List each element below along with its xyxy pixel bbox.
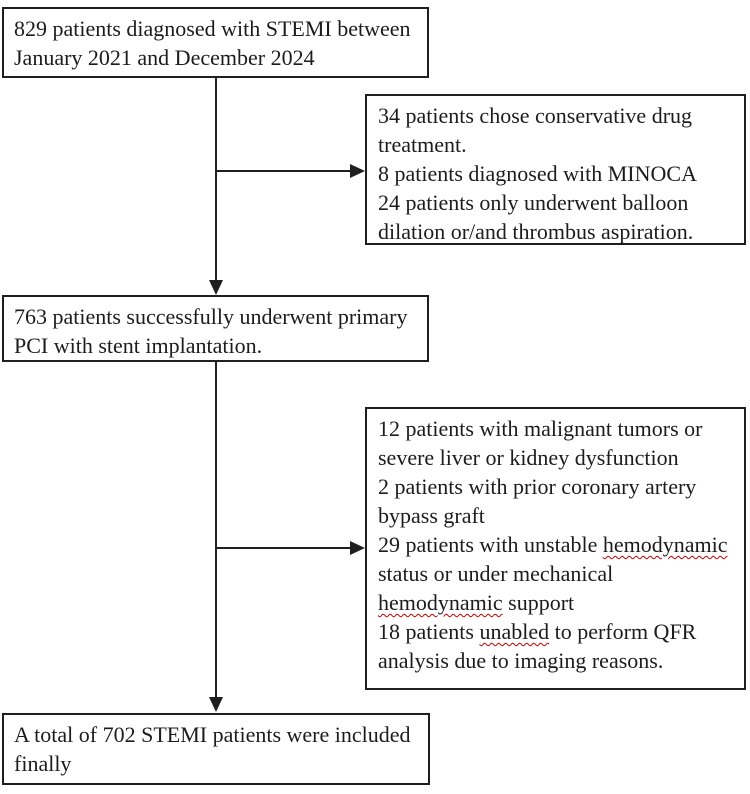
arrowhead-right-icon — [350, 541, 365, 555]
text-line: analysis due to imaging reasons. — [378, 646, 738, 675]
text-line: 829 patients diagnosed with STEMI betwee… — [14, 14, 421, 43]
arrowhead-down-icon — [209, 280, 223, 295]
text-segment: finally — [14, 751, 72, 776]
text-segment: severe liver or kidney dysfunction — [378, 445, 679, 470]
text-line: treatment. — [378, 130, 738, 159]
box-excluded-before-pci: 34 patients chose conservative drug treat… — [365, 94, 746, 245]
text-line: 2 patients with prior coronary artery — [378, 472, 738, 501]
connector-line-branch-2 — [216, 547, 350, 549]
text-line: finally — [14, 749, 422, 778]
text-segment: status or under mechanical — [378, 561, 614, 586]
text-line: bypass graft — [378, 501, 738, 530]
text-segment: 8 patients diagnosed with MINOCA — [378, 161, 697, 186]
misspelled-word: hemodynamic — [378, 590, 503, 615]
text-segment: A total of 702 STEMI patients were inclu… — [14, 722, 411, 747]
text-segment: January 2021 and December 2024 — [14, 45, 315, 70]
text-line: January 2021 and December 2024 — [14, 43, 421, 72]
text-line: 24 patients only underwent balloon — [378, 188, 738, 217]
text-line: 34 patients chose conservative drug — [378, 101, 738, 130]
text-line: 12 patients with malignant tumors or — [378, 414, 738, 443]
text-segment: bypass graft — [378, 503, 485, 528]
arrowhead-down-icon — [209, 697, 223, 712]
text-line: A total of 702 STEMI patients were inclu… — [14, 720, 422, 749]
connector-line-vertical-1 — [215, 78, 217, 281]
misspelled-word: hemodynamic — [602, 532, 728, 557]
text-segment: 18 patients — [378, 619, 480, 644]
text-segment: 763 patients successfully underwent prim… — [14, 304, 408, 329]
connector-line-branch-1 — [216, 170, 350, 172]
text-segment: 29 patients with unstable — [378, 532, 603, 557]
text-segment: 24 patients only underwent balloon — [378, 190, 689, 215]
text-segment: 2 patients with prior coronary artery — [378, 474, 697, 499]
text-line: severe liver or kidney dysfunction — [378, 443, 738, 472]
text-segment: 34 patients chose conservative drug — [378, 103, 693, 128]
text-segment: support — [502, 590, 575, 615]
text-line: 18 patients unabled to perform QFR — [378, 617, 738, 646]
text-segment: 12 patients with malignant tumors or — [378, 416, 703, 441]
text-line: hemodynamic support — [378, 588, 738, 617]
box-diagnosed-patients: 829 patients diagnosed with STEMI betwee… — [2, 7, 429, 78]
box-pci-stent-patients: 763 patients successfully underwent prim… — [2, 295, 429, 362]
text-segment: to perform QFR — [549, 619, 697, 644]
text-line: 29 patients with unstable hemodynamic — [378, 530, 738, 559]
text-line: dilation or/and thrombus aspiration. — [378, 217, 738, 246]
connector-line-vertical-2 — [215, 362, 217, 698]
misspelled-word: unabled — [479, 619, 550, 644]
text-line: status or under mechanical — [378, 559, 738, 588]
text-segment: treatment. — [378, 132, 467, 157]
text-segment: 829 patients diagnosed with STEMI betwee… — [14, 16, 411, 41]
box-excluded-after-pci: 12 patients with malignant tumors or seve… — [365, 407, 746, 690]
arrowhead-right-icon — [350, 164, 365, 178]
text-line: 763 patients successfully underwent prim… — [14, 302, 421, 331]
text-segment: PCI with stent implantation. — [14, 333, 263, 358]
text-line: PCI with stent implantation. — [14, 331, 421, 360]
text-segment: analysis due to imaging reasons. — [378, 648, 664, 673]
text-segment: dilation or/and thrombus aspiration. — [378, 219, 694, 244]
box-included-patients: A total of 702 STEMI patients were inclu… — [2, 713, 430, 785]
text-line: 8 patients diagnosed with MINOCA — [378, 159, 738, 188]
